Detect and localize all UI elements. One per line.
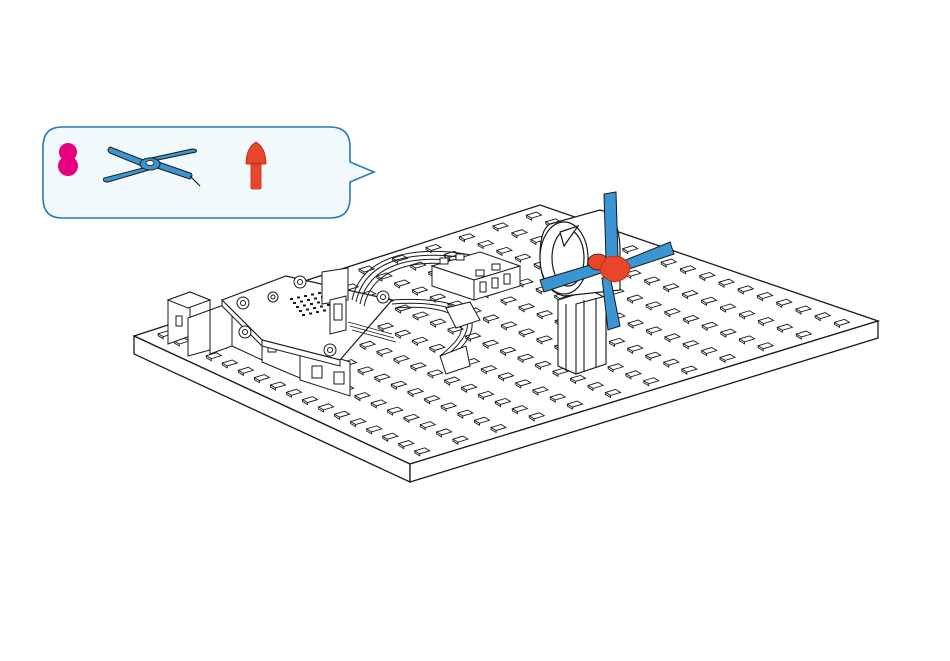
motor-tower [558,290,606,374]
board-led [316,311,319,313]
board-led [320,306,323,308]
board-led [310,303,313,305]
board-led [300,301,303,303]
board-led [306,309,309,311]
board-led [311,294,314,296]
callout-bubble [43,127,374,218]
step-number-badge: 8 [58,143,78,176]
board-led [293,302,296,304]
board-led [297,297,300,299]
parts-callout: 8 [43,127,374,218]
board-led [299,310,302,312]
board-led [318,292,321,294]
board-led [290,298,293,300]
board-led [309,313,312,315]
board-led [317,302,320,304]
step-number: 8 [60,143,76,174]
board-led [304,295,307,297]
board-led [314,298,317,300]
board-led [323,310,326,312]
board-led [303,305,306,307]
board-led [296,306,299,308]
board-led [302,314,305,316]
board-led [307,299,310,301]
board-led [313,307,316,309]
